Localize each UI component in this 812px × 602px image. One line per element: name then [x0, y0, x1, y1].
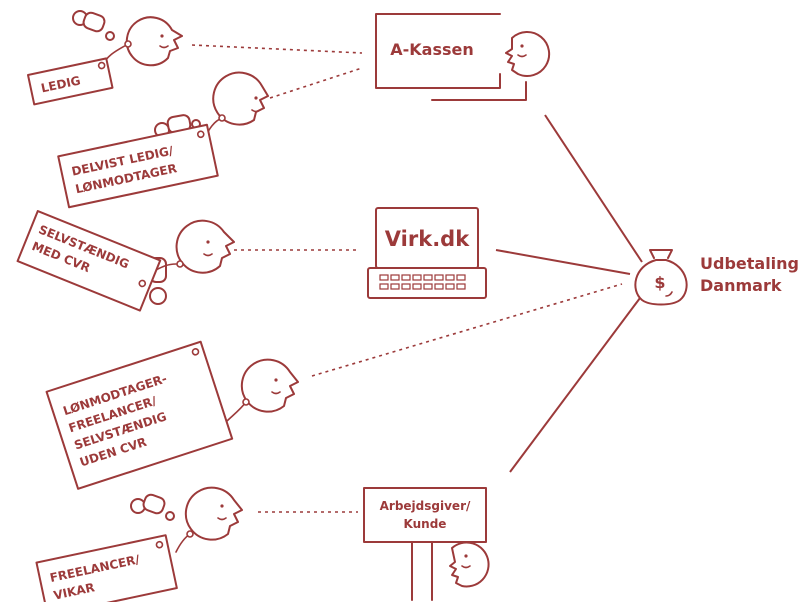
a-kassen-desk: [431, 81, 527, 101]
pacifier-icon: [130, 493, 175, 521]
udbetaling-node: $ Udbetaling Danmark: [634, 249, 799, 306]
pacifier-icon: [72, 10, 115, 41]
link-lonmod-udbetaling: [311, 283, 623, 377]
laptop-icon: [367, 267, 487, 299]
connection-lines: [191, 44, 643, 513]
ledig-tag: [27, 57, 114, 106]
pacifier-icon: [154, 114, 201, 138]
baby-delvist: DELVIST LEDIG/ LØNMODTAGER: [57, 71, 269, 209]
string-knot: [242, 398, 250, 406]
money-symbol: $: [654, 273, 665, 292]
name-tag-icon: DELVIST LEDIG/ LØNMODTAGER: [57, 123, 219, 209]
virk-label: Virk.dk: [385, 227, 470, 251]
baby-ledig: LEDIG: [27, 10, 183, 106]
baby-selvstaendig: SELVSTÆNDIG MED CVR: [16, 210, 235, 312]
arbejdsgiver-label-line1: Arbejdsgiver/: [380, 499, 471, 513]
person-face-icon: [505, 31, 551, 77]
link-delvist-akassen: [269, 67, 363, 99]
baby-face-icon: [125, 16, 183, 67]
baby-lonmodtager: LØNMODTAGER- FREELANCER/ SELVSTÆNDIG UDE…: [45, 340, 299, 490]
baby-face-icon: [175, 219, 235, 274]
name-tag-icon: LEDIG: [27, 57, 114, 106]
delvist-tag: [57, 123, 219, 209]
a-kassen-label: A-Kassen: [390, 40, 474, 59]
arbejdsgiver-sign: [363, 487, 487, 543]
baby-face-icon: [184, 486, 243, 541]
link-akassen-udbetaling: [544, 114, 643, 263]
udbetaling-label-line1: Udbetaling: [700, 254, 799, 273]
string-knot: [218, 114, 226, 122]
person-face-icon: [449, 541, 490, 588]
link-arbejdsgiver-udbetaling: [509, 297, 641, 473]
link-ledig-akassen: [191, 44, 363, 54]
string-knot: [176, 260, 184, 268]
name-tag-icon: SELVSTÆNDIG MED CVR: [16, 210, 162, 312]
string-knot: [124, 40, 132, 48]
baby-freelancer: FREELANCER/ VIKAR: [35, 486, 243, 602]
tag-string: [225, 401, 247, 423]
lonmod-tag: [45, 340, 234, 490]
money-bag-icon: $: [634, 249, 688, 306]
baby-face-icon: [212, 71, 269, 126]
a-kassen-box: [375, 13, 501, 89]
arbejdsgiver-label-line2: Kunde: [404, 517, 447, 531]
udbetaling-label-line2: Danmark: [700, 276, 782, 295]
name-tag-icon: LØNMODTAGER- FREELANCER/ SELVSTÆNDIG UDE…: [45, 340, 234, 490]
laptop-keyboard: [379, 274, 466, 290]
arbejdsgiver-node: Arbejdsgiver/ Kunde: [363, 487, 490, 601]
virk-node: Virk.dk: [367, 207, 487, 299]
link-virk-udbetaling: [495, 249, 631, 275]
baby-face-icon: [240, 358, 299, 413]
a-kassen-node: A-Kassen: [375, 13, 551, 101]
string-knot: [186, 530, 194, 538]
name-tag-icon: FREELANCER/ VIKAR: [35, 534, 178, 602]
selvst-tag: [16, 210, 162, 312]
